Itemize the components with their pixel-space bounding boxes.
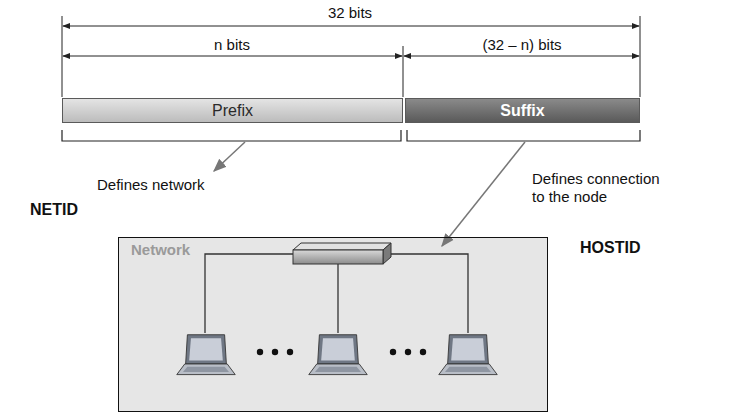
box-label: Network	[131, 241, 190, 258]
annotation-text: Defines network	[97, 176, 205, 194]
switch-symbol	[293, 243, 391, 264]
network-ground	[118, 237, 548, 412]
suffix-field: Suffix	[405, 98, 640, 123]
brackets	[62, 130, 640, 141]
dimension-label: 32 bits	[324, 4, 376, 22]
laptop-icons	[177, 335, 497, 375]
ellipsis-dots	[257, 349, 426, 355]
box-label: Prefix	[212, 102, 253, 120]
leader-arrows	[214, 142, 525, 246]
network-region: Network	[118, 237, 548, 412]
field-name: NETID	[30, 200, 78, 219]
dimension-lines	[62, 16, 640, 97]
dimension-label: n bits	[210, 36, 254, 54]
network-wires	[205, 254, 468, 333]
field-name: HOSTID	[580, 238, 640, 257]
box-label: Suffix	[500, 102, 544, 120]
prefix-field: Prefix	[62, 98, 403, 123]
annotation-text: Defines connection to the node	[532, 170, 674, 206]
dimension-label: (32 – n) bits	[478, 36, 565, 54]
